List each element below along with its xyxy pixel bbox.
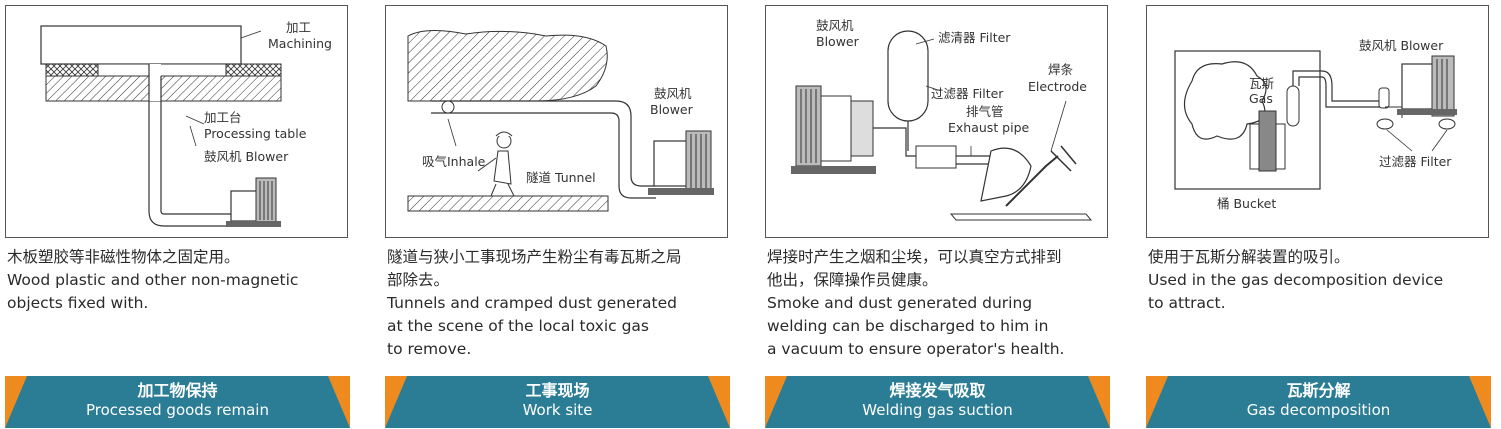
panel-gas-decomposition: 鼓风机 Blower 瓦斯 Gas 过滤器 Filter 桶 Bucket 使用… — [1146, 0, 1491, 429]
desc-line: 部除去。 — [387, 271, 450, 289]
label-gas-en: Gas — [1249, 91, 1273, 106]
banner-title-en: Work site — [522, 401, 593, 419]
banner-title-cn: 工事现场 — [525, 381, 590, 400]
label-machining-cn: 加工 — [286, 20, 312, 35]
desc-line: objects fixed with. — [7, 294, 149, 312]
processing-table-illustration — [40, 25, 282, 227]
label-filter: 过滤器 Filter — [931, 86, 1004, 101]
category-banner: 加工物保持 Processed goods remain — [5, 376, 350, 428]
label-filter: 过滤器 Filter — [1379, 154, 1452, 169]
label-machining-en: Machining — [268, 36, 332, 51]
banner-shape — [385, 376, 730, 428]
label-blower-en: Blower — [816, 34, 859, 49]
label-blower: 鼓风机 Blower — [1359, 38, 1444, 53]
desc-line: Used in the gas decomposition device — [1148, 271, 1444, 289]
label-exhaust-pipe-en: Exhaust pipe — [948, 120, 1030, 135]
banner-title-cn: 瓦斯分解 — [1286, 381, 1351, 400]
banner-title-cn: 加工物保持 — [137, 381, 218, 400]
banner-title-cn: 焊接发气吸取 — [889, 381, 986, 400]
banner-shape — [1146, 376, 1491, 428]
banner-title-en: Processed goods remain — [86, 401, 269, 419]
diagram-gas-decomposition: 鼓风机 Blower 瓦斯 Gas 过滤器 Filter 桶 Bucket — [1146, 5, 1489, 238]
diagram-processing-table: 加工 Machining 加工台 Processing table 鼓风机 Bl… — [5, 5, 348, 238]
label-blower-cn: 鼓风机 — [816, 18, 854, 33]
panel-welding-gas-suction: 鼓风机 Blower 滤清器 Filter 过滤器 Filter 焊条 Elec… — [765, 0, 1110, 429]
banner-shape — [765, 376, 1110, 428]
desc-line: to remove. — [387, 340, 472, 358]
tunnel-illustration — [407, 30, 714, 212]
label-blower-cn: 鼓风机 — [654, 86, 692, 101]
desc-line: welding can be discharged to him in — [767, 317, 1049, 335]
panel-processed-goods: 加工 Machining 加工台 Processing table 鼓风机 Bl… — [5, 0, 350, 429]
label-electrode-cn: 焊条 — [1048, 62, 1074, 77]
category-banner: 工事现场 Work site — [385, 376, 730, 428]
diagram-welding: 鼓风机 Blower 滤清器 Filter 过滤器 Filter 焊条 Elec… — [765, 5, 1108, 238]
desc-line: 隧道与狭小工事现场产生粉尘有毒瓦斯之局 — [387, 248, 682, 266]
description: 隧道与狭小工事现场产生粉尘有毒瓦斯之局 部除去。 Tunnels and cra… — [387, 246, 732, 361]
label-inhale: 吸气Inhale — [422, 154, 486, 169]
desc-line: 他出，保障操作员健康。 — [767, 271, 938, 289]
label-exhaust-pipe-cn: 排气管 — [966, 104, 1004, 119]
label-electrode-en: Electrode — [1028, 79, 1087, 94]
desc-line: 使用于瓦斯分解装置的吸引。 — [1148, 248, 1350, 266]
welding-illustration — [791, 30, 1093, 221]
diagram-tunnel: 鼓风机 Blower 吸气Inhale 隧道 Tunnel — [385, 5, 728, 238]
desc-line: Tunnels and cramped dust generated — [387, 294, 677, 312]
desc-line: to attract. — [1148, 294, 1226, 312]
banner-shape — [5, 376, 350, 428]
desc-line: 木板塑胶等非磁性物体之固定用。 — [7, 248, 240, 266]
description: 使用于瓦斯分解装置的吸引。 Used in the gas decomposit… — [1148, 246, 1493, 315]
label-gas-cn: 瓦斯 — [1249, 76, 1275, 91]
gas-decomposition-illustration — [1174, 50, 1457, 190]
label-bucket: 桶 Bucket — [1217, 196, 1277, 211]
label-processing-table-cn: 加工台 — [204, 110, 242, 125]
banner-title-en: Gas decomposition — [1246, 401, 1391, 419]
category-banner: 瓦斯分解 Gas decomposition — [1146, 376, 1491, 428]
banner-title-en: Welding gas suction — [862, 401, 1013, 419]
desc-line: Wood plastic and other non-magnetic — [7, 271, 299, 289]
desc-line: a vacuum to ensure operator's health. — [767, 340, 1065, 358]
desc-line: Smoke and dust generated during — [767, 294, 1033, 312]
label-processing-table-en: Processing table — [204, 126, 307, 141]
description: 木板塑胶等非磁性物体之固定用。 Wood plastic and other n… — [7, 246, 352, 315]
category-banner: 焊接发气吸取 Welding gas suction — [765, 376, 1110, 428]
label-blower: 鼓风机 Blower — [204, 149, 289, 164]
desc-line: at the scene of the local toxic gas — [387, 317, 649, 335]
description: 焊接时产生之烟和尘埃，可以真空方式排到 他出，保障操作员健康。 Smoke an… — [767, 246, 1112, 361]
desc-line: 焊接时产生之烟和尘埃，可以真空方式排到 — [767, 248, 1062, 266]
label-strainer-filter: 滤清器 Filter — [938, 30, 1011, 45]
label-tunnel: 隧道 Tunnel — [526, 170, 596, 185]
panel-work-site: 鼓风机 Blower 吸气Inhale 隧道 Tunnel 隧道与狭小工事现场产… — [385, 0, 730, 429]
label-blower-en: Blower — [650, 102, 693, 117]
